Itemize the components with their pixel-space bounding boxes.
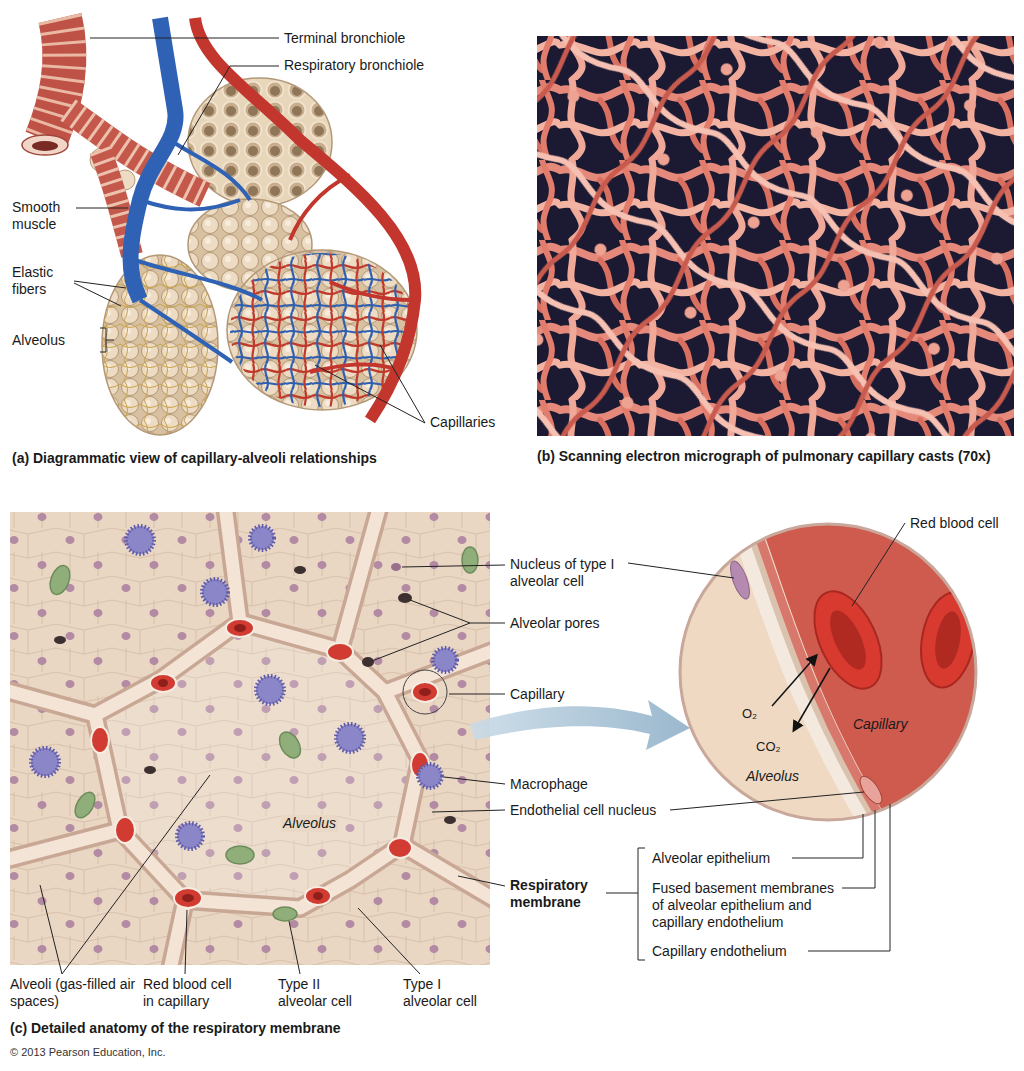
part-label: Respiratory membrane — [510, 877, 610, 911]
part-label: Red blood cell in capillary — [143, 976, 243, 1010]
part-label: Type II alveolar cell — [278, 976, 368, 1010]
part-label: Nucleus of type I alveolar cell — [510, 556, 635, 590]
part-label: Alveoli (gas-filled air spaces) — [10, 976, 138, 1010]
panel-caption: (c) Detailed anatomy of the respiratory … — [10, 1020, 341, 1037]
part-label: Fused basement membranes of alveolar epi… — [652, 880, 837, 931]
part-label: Elastic fibers — [12, 264, 82, 298]
leader-lines — [74, 38, 425, 423]
part-label: Smooth muscle — [12, 199, 82, 233]
alveolar-tissue-drawing — [10, 512, 490, 965]
part-label: Red blood cell — [910, 515, 999, 532]
part-label: Alveolus — [12, 332, 65, 349]
part-label: Capillary endothelium — [652, 943, 787, 960]
panel-caption: (b) Scanning electron micrograph of pulm… — [537, 448, 991, 465]
part-label: Terminal bronchiole — [284, 30, 405, 47]
zoom-arrow — [470, 700, 690, 750]
alveolar-sac-drawing — [90, 78, 417, 435]
inset-drawing — [670, 515, 1000, 835]
part-label: Type I alveolar cell — [403, 976, 493, 1010]
part-label: Alveolar epithelium — [652, 850, 770, 867]
region-label: Alveolus — [746, 768, 799, 785]
micrograph — [537, 36, 1014, 436]
part-label: Macrophage — [510, 776, 588, 793]
gas-label: O₂ — [742, 705, 757, 722]
leader-lines — [40, 523, 905, 974]
region-label: Capillary — [853, 716, 907, 733]
part-label: Capillaries — [430, 414, 495, 431]
blood-vessel-drawing — [131, 18, 416, 420]
part-label: Respiratory bronchiole — [284, 57, 424, 74]
region-label: Alveolus — [281, 815, 338, 832]
copyright-note: © 2013 Pearson Education, Inc. — [10, 1046, 165, 1059]
panel-caption: (a) Diagrammatic view of capillary-alveo… — [12, 450, 377, 467]
part-label: Endothelial cell nucleus — [510, 802, 656, 819]
part-label: Alveolar pores — [510, 615, 600, 632]
gas-label: CO₂ — [756, 738, 781, 755]
part-label: Capillary — [510, 686, 564, 703]
